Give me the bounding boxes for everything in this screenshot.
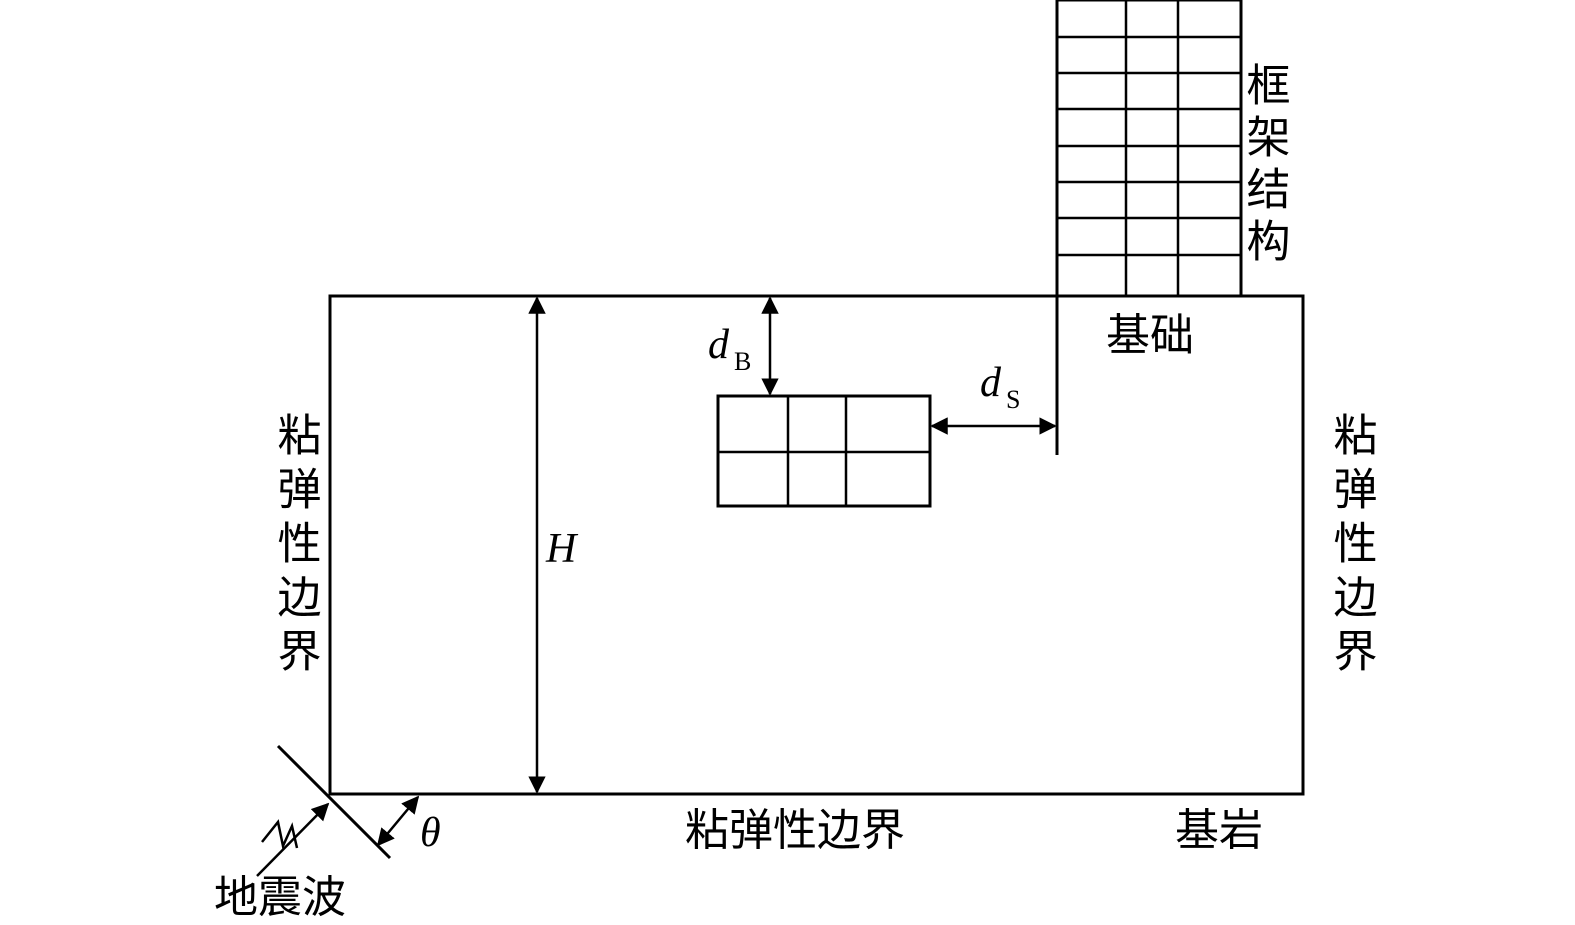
angle-label: θ	[420, 810, 441, 856]
bottom-boundary-label: 粘弹性边界	[685, 805, 905, 856]
svg-text:B: B	[734, 347, 751, 376]
svg-text:S: S	[1006, 385, 1020, 414]
svg-text:d: d	[708, 322, 730, 368]
foundation-label: 基础	[1106, 310, 1194, 361]
height-label: H	[545, 526, 579, 572]
svg-text:d: d	[980, 360, 1002, 406]
frame-structure	[1055, 0, 1243, 298]
depth-base-label: d B	[708, 322, 751, 376]
right-boundary-label: 粘弹性边界	[1326, 412, 1377, 682]
soil-domain	[328, 294, 1305, 796]
frame-structure-label: 框架结构	[1239, 62, 1290, 270]
underground-structure	[716, 394, 932, 508]
seismic-wave-symbol	[256, 744, 420, 877]
seismic-wave-label: 地震波	[214, 872, 346, 923]
left-boundary-label: 粘弹性边界	[270, 412, 321, 682]
bedrock-label: 基岩	[1175, 805, 1263, 856]
distance-base-label: d S	[980, 360, 1020, 414]
